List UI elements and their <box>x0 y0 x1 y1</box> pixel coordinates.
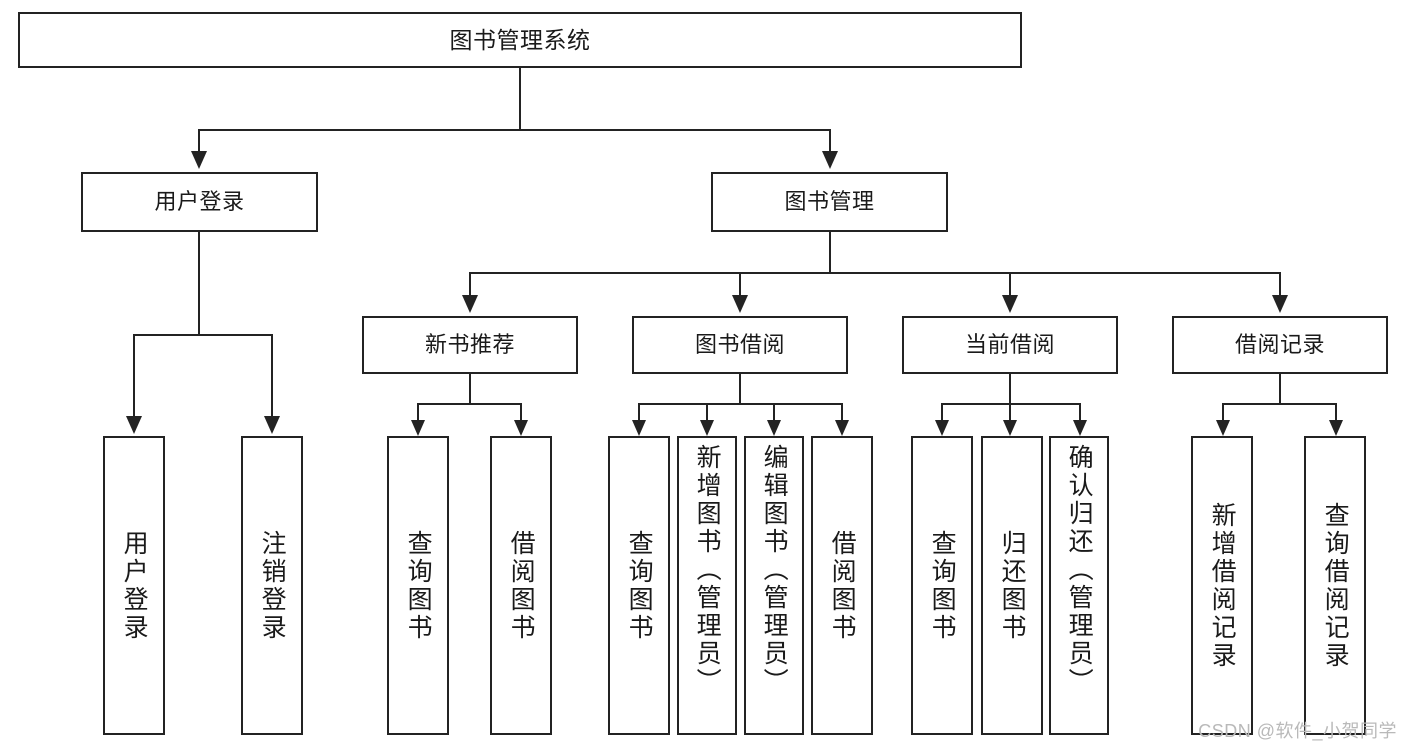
arrowhead-leaf-borrow-book-1 <box>514 420 528 436</box>
arrowhead-leaf-query-record <box>1329 420 1343 436</box>
arrowhead-to-borrow-record <box>1272 295 1288 313</box>
connector-cb-drop-2 <box>1009 403 1011 420</box>
node-new-book-recommendation[interactable]: 新书推荐 <box>362 316 578 374</box>
node-label: 查询图书 <box>625 529 654 642</box>
node-current-borrow[interactable]: 当前借阅 <box>902 316 1118 374</box>
arrowhead-to-current-borrow <box>1002 295 1018 313</box>
connector-user-login-stem <box>198 232 200 335</box>
connector-bb-drop-1 <box>638 403 640 420</box>
leaf-query-borrow-record[interactable]: 查询借阅记录 <box>1304 436 1366 735</box>
node-user-login[interactable]: 用户登录 <box>81 172 318 232</box>
connector-br-drop-2 <box>1335 403 1337 420</box>
connector-current-borrow-stem <box>1009 374 1011 404</box>
node-book-borrow[interactable]: 图书借阅 <box>632 316 848 374</box>
connector-to-new-book-rec <box>469 272 471 295</box>
node-label: 当前借阅 <box>964 331 1055 357</box>
node-label: 用户登录 <box>154 188 245 214</box>
connector-root-stem <box>519 68 521 130</box>
connector-br-drop-1 <box>1222 403 1224 420</box>
leaf-query-book-recommendation[interactable]: 查询图书 <box>387 436 449 735</box>
node-borrow-record[interactable]: 借阅记录 <box>1172 316 1388 374</box>
connector-nbr-drop-1 <box>417 403 419 420</box>
arrowhead-leaf-return-book <box>1003 420 1017 436</box>
leaf-add-book-admin[interactable]: 新增图书（管理员） <box>677 436 737 735</box>
node-label: 图书管理 <box>784 188 875 214</box>
connector-cb-drop-3 <box>1079 403 1081 420</box>
arrowhead-leaf-query-book-1 <box>411 420 425 436</box>
node-book-management[interactable]: 图书管理 <box>711 172 948 232</box>
leaf-query-book-borrow[interactable]: 查询图书 <box>608 436 670 735</box>
leaf-edit-book-admin[interactable]: 编辑图书（管理员） <box>744 436 804 735</box>
arrowhead-leaf-borrow-book-2 <box>835 420 849 436</box>
arrowhead-leaf-add-book <box>700 420 714 436</box>
connector-current-borrow-bus <box>941 403 1081 405</box>
connector-to-book-borrow <box>739 272 741 295</box>
connector-to-book-manage <box>829 129 831 151</box>
node-label: 注销登录 <box>258 529 287 642</box>
node-label: 查询图书 <box>928 529 957 642</box>
node-label: 新书推荐 <box>424 331 515 357</box>
connector-book-manage-stem <box>829 232 831 273</box>
node-label: 查询图书 <box>404 529 433 642</box>
arrowhead-to-new-book-rec <box>462 295 478 313</box>
connector-borrow-record-bus <box>1222 403 1337 405</box>
arrowhead-to-user-login <box>191 151 207 169</box>
connector-user-login-bus <box>133 334 273 336</box>
connector-bb-drop-3 <box>773 403 775 420</box>
connector-bb-drop-2 <box>706 403 708 420</box>
connector-new-book-rec-stem <box>469 374 471 404</box>
connector-user-login-left-drop <box>133 334 135 416</box>
node-label: 借阅记录 <box>1234 331 1325 357</box>
connector-bb-drop-4 <box>841 403 843 420</box>
node-label: 确认归还（管理员） <box>1065 444 1094 696</box>
arrowhead-leaf-edit-book <box>767 420 781 436</box>
leaf-confirm-return-admin[interactable]: 确认归还（管理员） <box>1049 436 1109 735</box>
node-label: 新增借阅记录 <box>1208 501 1237 670</box>
connector-cb-drop-1 <box>941 403 943 420</box>
leaf-borrow-book-recommendation[interactable]: 借阅图书 <box>490 436 552 735</box>
connector-book-borrow-stem <box>739 374 741 404</box>
connector-new-book-rec-bus <box>417 403 522 405</box>
leaf-return-book[interactable]: 归还图书 <box>981 436 1043 735</box>
arrowhead-leaf-query-book-3 <box>935 420 949 436</box>
leaf-user-login[interactable]: 用户登录 <box>103 436 165 735</box>
connector-borrow-record-stem <box>1279 374 1281 404</box>
connector-to-user-login <box>198 129 200 151</box>
node-label: 借阅图书 <box>828 529 857 642</box>
arrowhead-leaf-logout <box>264 416 280 434</box>
connector-to-current-borrow <box>1009 272 1011 295</box>
node-label: 编辑图书（管理员） <box>760 444 789 696</box>
leaf-logout[interactable]: 注销登录 <box>241 436 303 735</box>
node-label: 借阅图书 <box>507 529 536 642</box>
connector-level1-bus <box>198 129 831 131</box>
node-label: 图书借阅 <box>694 331 785 357</box>
connector-nbr-drop-2 <box>520 403 522 420</box>
arrowhead-leaf-confirm-return <box>1073 420 1087 436</box>
arrowhead-leaf-user-login <box>126 416 142 434</box>
leaf-query-book-current[interactable]: 查询图书 <box>911 436 973 735</box>
node-label: 归还图书 <box>998 529 1027 642</box>
arrowhead-leaf-query-book-2 <box>632 420 646 436</box>
connector-to-borrow-record <box>1279 272 1281 295</box>
arrowhead-to-book-manage <box>822 151 838 169</box>
node-label: 图书管理系统 <box>449 26 591 53</box>
node-label: 查询借阅记录 <box>1321 501 1350 670</box>
connector-book-borrow-bus <box>638 403 843 405</box>
connector-level2-bus <box>469 272 1281 274</box>
node-label: 用户登录 <box>120 529 149 642</box>
arrowhead-leaf-add-record <box>1216 420 1230 436</box>
node-label: 新增图书（管理员） <box>693 444 722 696</box>
connector-user-login-right-drop <box>271 334 273 416</box>
leaf-add-borrow-record[interactable]: 新增借阅记录 <box>1191 436 1253 735</box>
node-root-book-management-system[interactable]: 图书管理系统 <box>18 12 1022 68</box>
leaf-borrow-book[interactable]: 借阅图书 <box>811 436 873 735</box>
arrowhead-to-book-borrow <box>732 295 748 313</box>
